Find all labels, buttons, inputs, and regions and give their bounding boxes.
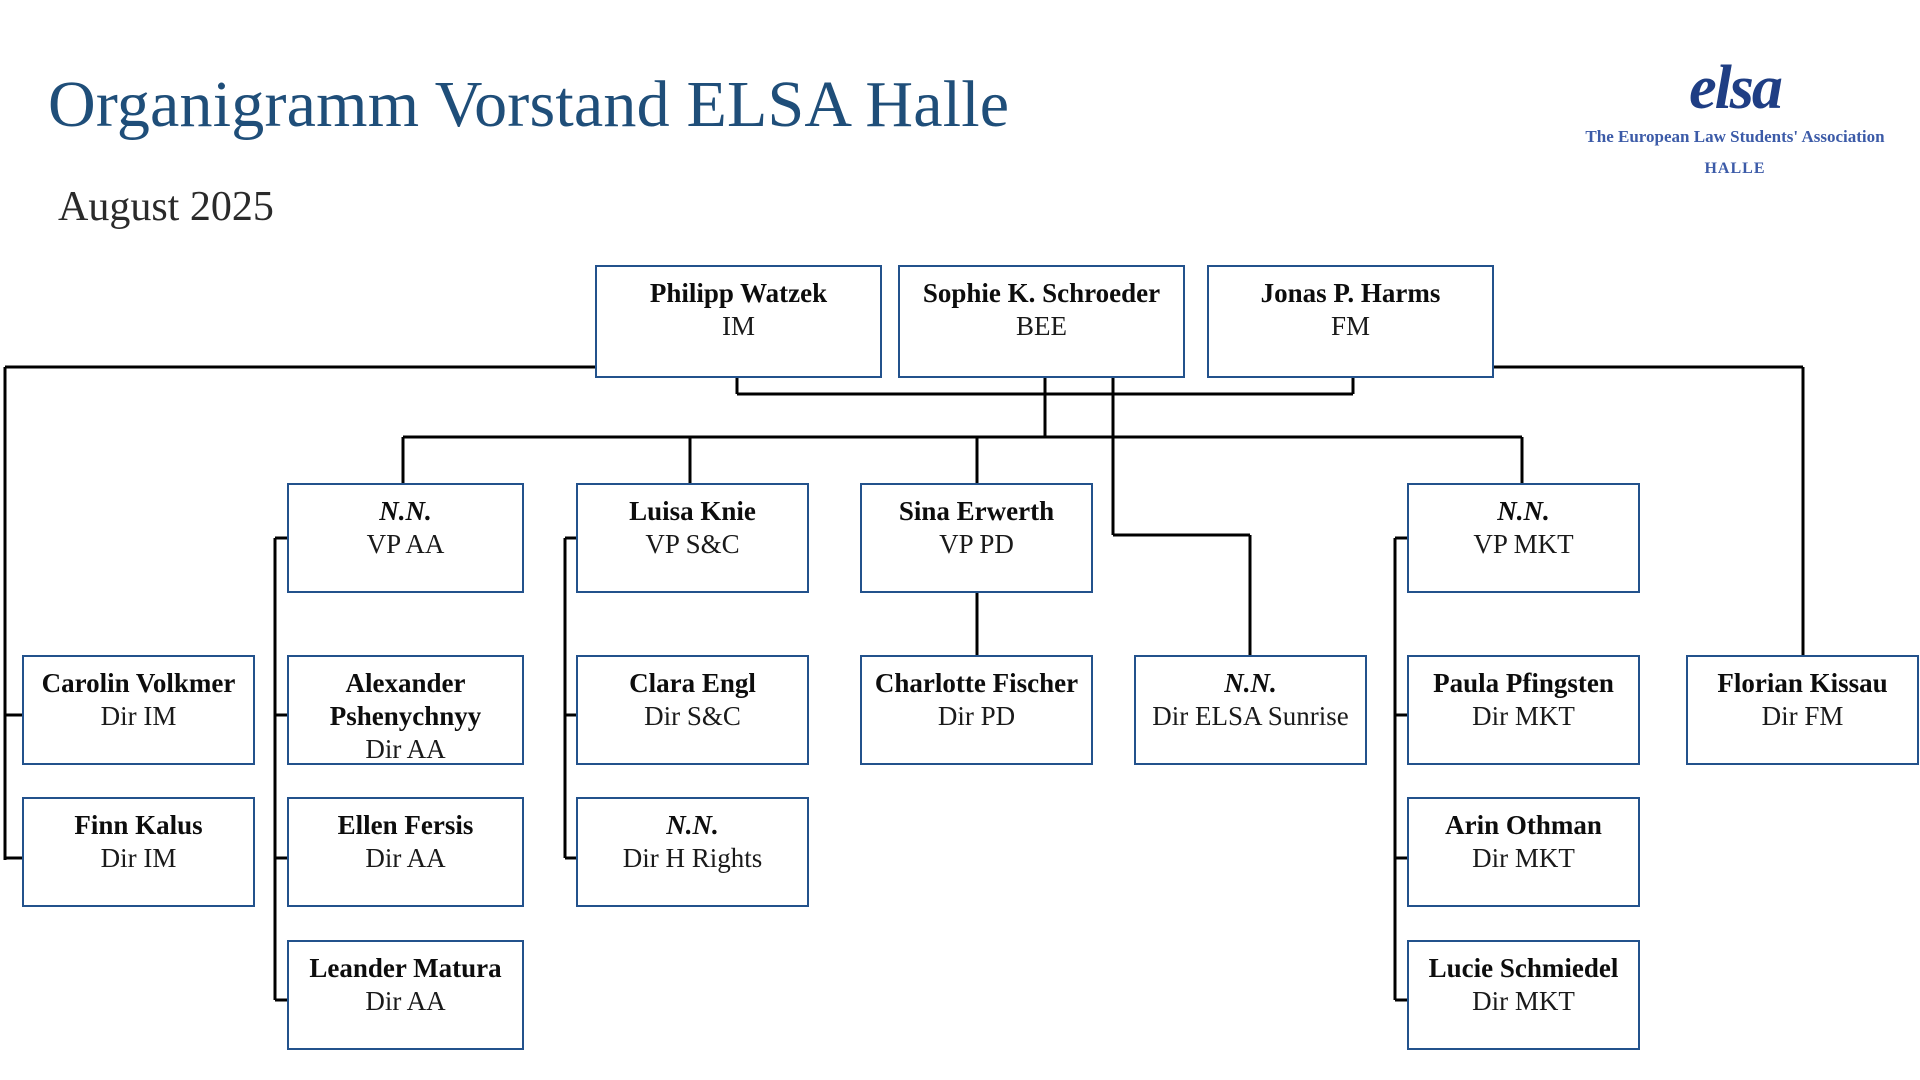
node-name: Arin Othman xyxy=(1445,810,1602,840)
elsa-logo: elsa The European Law Students' Associat… xyxy=(1570,54,1900,204)
node-dir-im-1[interactable]: Carolin Volkmer Dir IM xyxy=(22,655,255,765)
node-name: Ellen Fersis xyxy=(337,810,474,840)
node-dir-aa-2[interactable]: Ellen Fersis Dir AA xyxy=(287,797,524,907)
node-name: N.N. xyxy=(1497,496,1550,526)
node-dir-mkt-1[interactable]: Paula Pfingsten Dir MKT xyxy=(1407,655,1640,765)
node-role: BEE xyxy=(1016,311,1067,341)
node-role: Dir MKT xyxy=(1472,986,1575,1016)
node-name: Luisa Knie xyxy=(629,496,756,526)
node-name: Jonas P. Harms xyxy=(1260,278,1441,308)
node-dir-sc-2[interactable]: N.N. Dir H Rights xyxy=(576,797,809,907)
node-role: FM xyxy=(1330,311,1371,341)
node-name: Leander Matura xyxy=(309,953,502,983)
node-role: Dir AA xyxy=(365,843,446,873)
node-vp-pd[interactable]: Sina Erwerth VP PD xyxy=(860,483,1093,593)
node-dir-pd-1[interactable]: Charlotte Fischer Dir PD xyxy=(860,655,1093,765)
node-board-bee[interactable]: Sophie K. Schroeder BEE xyxy=(898,265,1185,378)
node-dir-mkt-2[interactable]: Arin Othman Dir MKT xyxy=(1407,797,1640,907)
node-board-fm[interactable]: Jonas P. Harms FM xyxy=(1207,265,1494,378)
node-role: VP PD xyxy=(939,529,1014,559)
node-vp-sc[interactable]: Luisa Knie VP S&C xyxy=(576,483,809,593)
node-role: Dir IM xyxy=(100,701,177,731)
node-name: Sina Erwerth xyxy=(898,496,1055,526)
logo-tagline: The European Law Students' Association xyxy=(1585,127,1885,146)
node-name: Paula Pfingsten xyxy=(1433,668,1614,698)
logo-city-name: HALLE xyxy=(1704,160,1766,177)
node-vp-aa[interactable]: N.N. VP AA xyxy=(287,483,524,593)
page-subtitle-date: August 2025 xyxy=(58,184,274,230)
elsa-wordmark-icon: elsa xyxy=(1689,54,1783,122)
page-header: Organigramm Vorstand ELSA Halle August 2… xyxy=(0,0,1920,250)
node-name: N.N. xyxy=(379,496,432,526)
node-role: Dir AA xyxy=(365,734,446,764)
node-dir-elsa-sunrise[interactable]: N.N. Dir ELSA Sunrise xyxy=(1134,655,1367,765)
node-name: Charlotte Fischer xyxy=(874,668,1079,698)
node-role: VP MKT xyxy=(1473,529,1574,559)
node-role: Dir FM xyxy=(1761,701,1844,731)
node-role: VP S&C xyxy=(645,529,740,559)
node-name: Clara Engl xyxy=(629,668,756,698)
node-name: Alexander Pshenychnyy xyxy=(329,668,482,731)
node-role: Dir IM xyxy=(100,843,177,873)
node-vp-mkt[interactable]: N.N. VP MKT xyxy=(1407,483,1640,593)
node-dir-aa-3[interactable]: Leander Matura Dir AA xyxy=(287,940,524,1050)
node-role: Dir S&C xyxy=(644,701,741,731)
node-dir-im-2[interactable]: Finn Kalus Dir IM xyxy=(22,797,255,907)
node-name: Florian Kissau xyxy=(1717,668,1888,698)
node-name: Carolin Volkmer xyxy=(41,668,236,698)
node-role: Dir H Rights xyxy=(622,843,763,873)
node-role: Dir MKT xyxy=(1472,843,1575,873)
page-title: Organigramm Vorstand ELSA Halle xyxy=(48,68,1010,141)
node-name: Philipp Watzek xyxy=(649,278,828,308)
node-role: Dir MKT xyxy=(1472,701,1575,731)
node-role: Dir AA xyxy=(365,986,446,1016)
node-board-im[interactable]: Philipp Watzek IM xyxy=(595,265,882,378)
node-name: Sophie K. Schroeder xyxy=(922,278,1161,308)
node-dir-aa-1[interactable]: Alexander Pshenychnyy Dir AA xyxy=(287,655,524,765)
node-role: Dir ELSA Sunrise xyxy=(1152,701,1349,731)
node-role: VP AA xyxy=(366,529,445,559)
node-dir-mkt-3[interactable]: Lucie Schmiedel Dir MKT xyxy=(1407,940,1640,1050)
node-dir-fm-1[interactable]: Florian Kissau Dir FM xyxy=(1686,655,1919,765)
node-name: Lucie Schmiedel xyxy=(1428,953,1619,983)
node-role: Dir PD xyxy=(937,701,1016,731)
node-name: Finn Kalus xyxy=(74,810,203,840)
node-name: N.N. xyxy=(1224,668,1277,698)
node-dir-sc-1[interactable]: Clara Engl Dir S&C xyxy=(576,655,809,765)
node-name: N.N. xyxy=(666,810,719,840)
node-role: IM xyxy=(722,311,755,341)
